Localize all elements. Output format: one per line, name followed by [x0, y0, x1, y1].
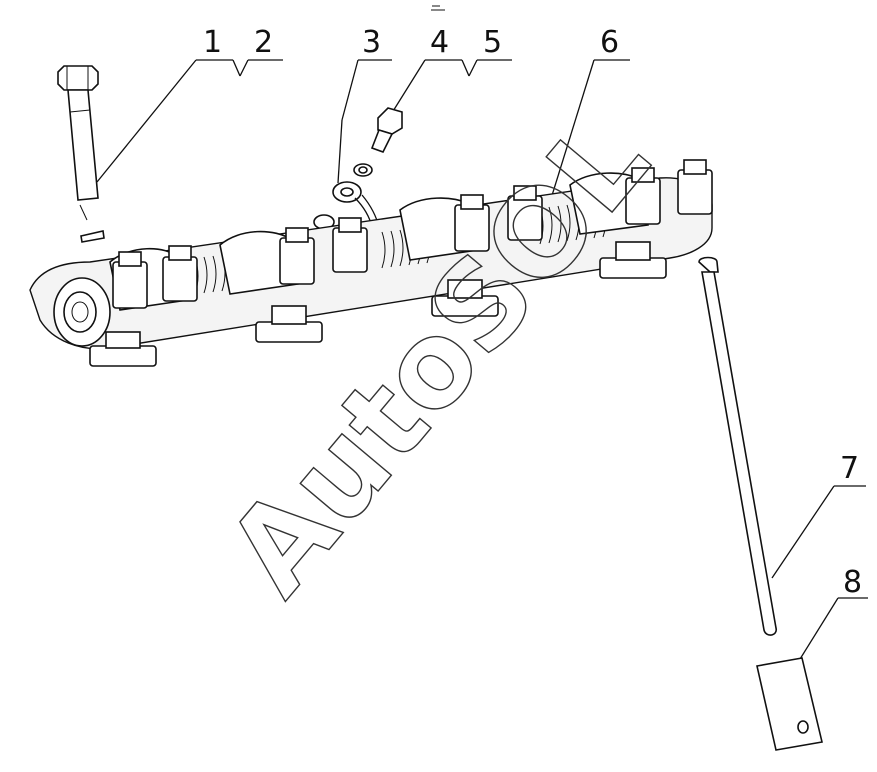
- washer: [80, 230, 105, 243]
- bolt-small: [353, 107, 403, 177]
- tappet-plate: [756, 657, 823, 751]
- callout-8: 8: [843, 565, 862, 600]
- leader-lines: [96, 59, 868, 689]
- push-rod: [698, 256, 777, 636]
- shaft-end-cap: [53, 277, 111, 347]
- callout-4: 4: [430, 25, 449, 60]
- callout-3: 3: [362, 25, 381, 60]
- callout-5: 5: [483, 25, 502, 60]
- bolt-long: [57, 65, 99, 221]
- rocker-arm-1: [89, 245, 198, 367]
- callout-2: 2: [254, 25, 273, 60]
- top-mark: [431, 5, 445, 11]
- rocker-shaft-assembly: [29, 159, 713, 367]
- callout-6: 6: [600, 25, 619, 60]
- rocker-arm-4: [569, 159, 713, 279]
- rocker-arm-2: [219, 217, 368, 343]
- callout-1: 1: [203, 25, 222, 60]
- callout-7: 7: [840, 451, 859, 486]
- watermark: AutoSOL: [200, 91, 676, 620]
- rocker-arm-3: [399, 185, 543, 317]
- watermark-text: AutoSOL: [201, 92, 675, 620]
